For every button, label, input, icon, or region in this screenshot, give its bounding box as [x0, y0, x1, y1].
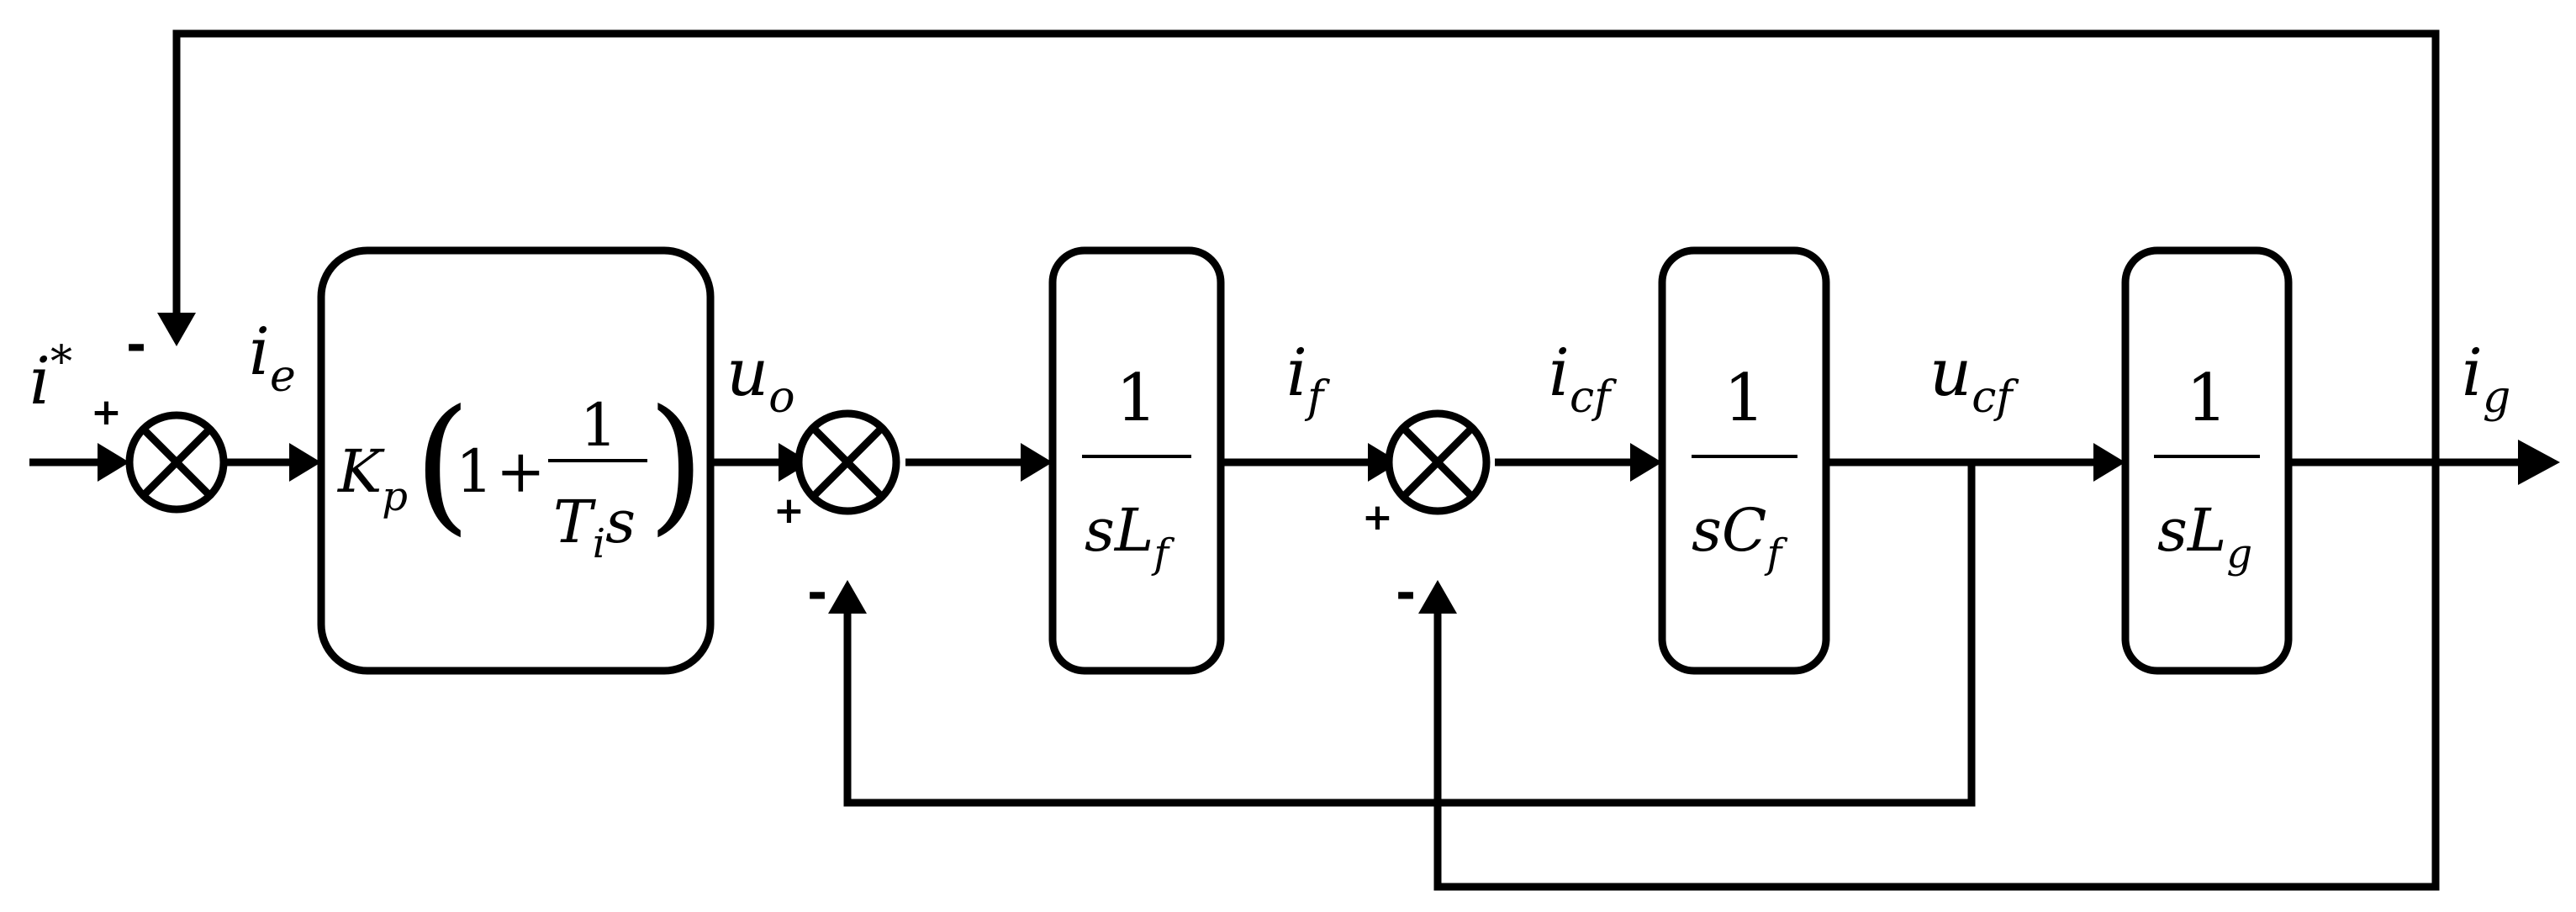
summing-junction-1	[125, 411, 228, 514]
signal-label-capacitor-voltage: ucf	[1929, 335, 2019, 423]
wire-feedback-ig-inner	[1433, 462, 2440, 891]
svg-text:1: 1	[1116, 361, 1158, 436]
arrowhead-sum3-input	[1368, 443, 1400, 482]
sum3-plus-sign: +	[1362, 496, 1393, 539]
filter-capacitor-block: 1 sCf	[1658, 246, 1830, 675]
arrowhead-sum2-feedback	[828, 580, 867, 614]
signal-label-reference: i*	[29, 337, 72, 419]
signal-label-capacitor-current: icf	[1549, 335, 1617, 423]
svg-text:1: 1	[1723, 361, 1766, 436]
summing-junction-2	[794, 409, 900, 515]
arrowhead-cf-input	[1630, 443, 1662, 482]
svg-text:Kp: Kp	[336, 437, 408, 520]
grid-inductor-block: 1 sLg	[2121, 246, 2293, 675]
arrowhead-sum1-input	[98, 443, 129, 482]
pi-controller-block: Kp ( 1 + 1 Tis )	[317, 246, 715, 675]
pi-left-paren: (	[414, 379, 471, 550]
svg-text:sLg: sLg	[2157, 496, 2252, 577]
sum1-minus-sign: -	[126, 316, 146, 373]
signal-label-grid-current: ig	[2462, 335, 2510, 423]
arrowhead-sum2-input	[779, 443, 810, 482]
svg-text:1: 1	[2186, 361, 2228, 436]
svg-text:Tis: Tis	[553, 488, 636, 567]
signal-label-filter-current: if	[1286, 335, 1330, 423]
arrowhead-pi-input	[289, 443, 321, 482]
signal-label-error: ie	[249, 314, 296, 402]
arrowhead-lf-input	[1021, 443, 1053, 482]
svg-text:1: 1	[580, 391, 618, 460]
signal-label-controller-output: uo	[726, 335, 795, 423]
wire-feedback-ig-outer	[172, 29, 2440, 462]
wire-feedback-ucf	[843, 462, 1976, 807]
svg-text:1: 1	[456, 437, 494, 506]
arrowhead-sum1-feedback	[157, 313, 196, 346]
arrowhead-lg-input	[2093, 443, 2125, 482]
summing-junction-3	[1385, 409, 1491, 515]
sum2-minus-sign: -	[807, 564, 827, 621]
arrowheads	[98, 313, 2560, 614]
sum2-plus-sign: +	[773, 489, 805, 532]
pi-right-paren: )	[647, 379, 705, 550]
arrowhead-sum3-feedback	[1418, 580, 1457, 614]
arrowhead-output	[2518, 440, 2560, 485]
filter-inductor-block: 1 sLf	[1048, 246, 1225, 675]
sum1-plus-sign: +	[91, 391, 122, 434]
signal-wires	[29, 29, 2522, 891]
svg-text:+: +	[496, 437, 546, 506]
sum3-minus-sign: -	[1396, 564, 1416, 621]
